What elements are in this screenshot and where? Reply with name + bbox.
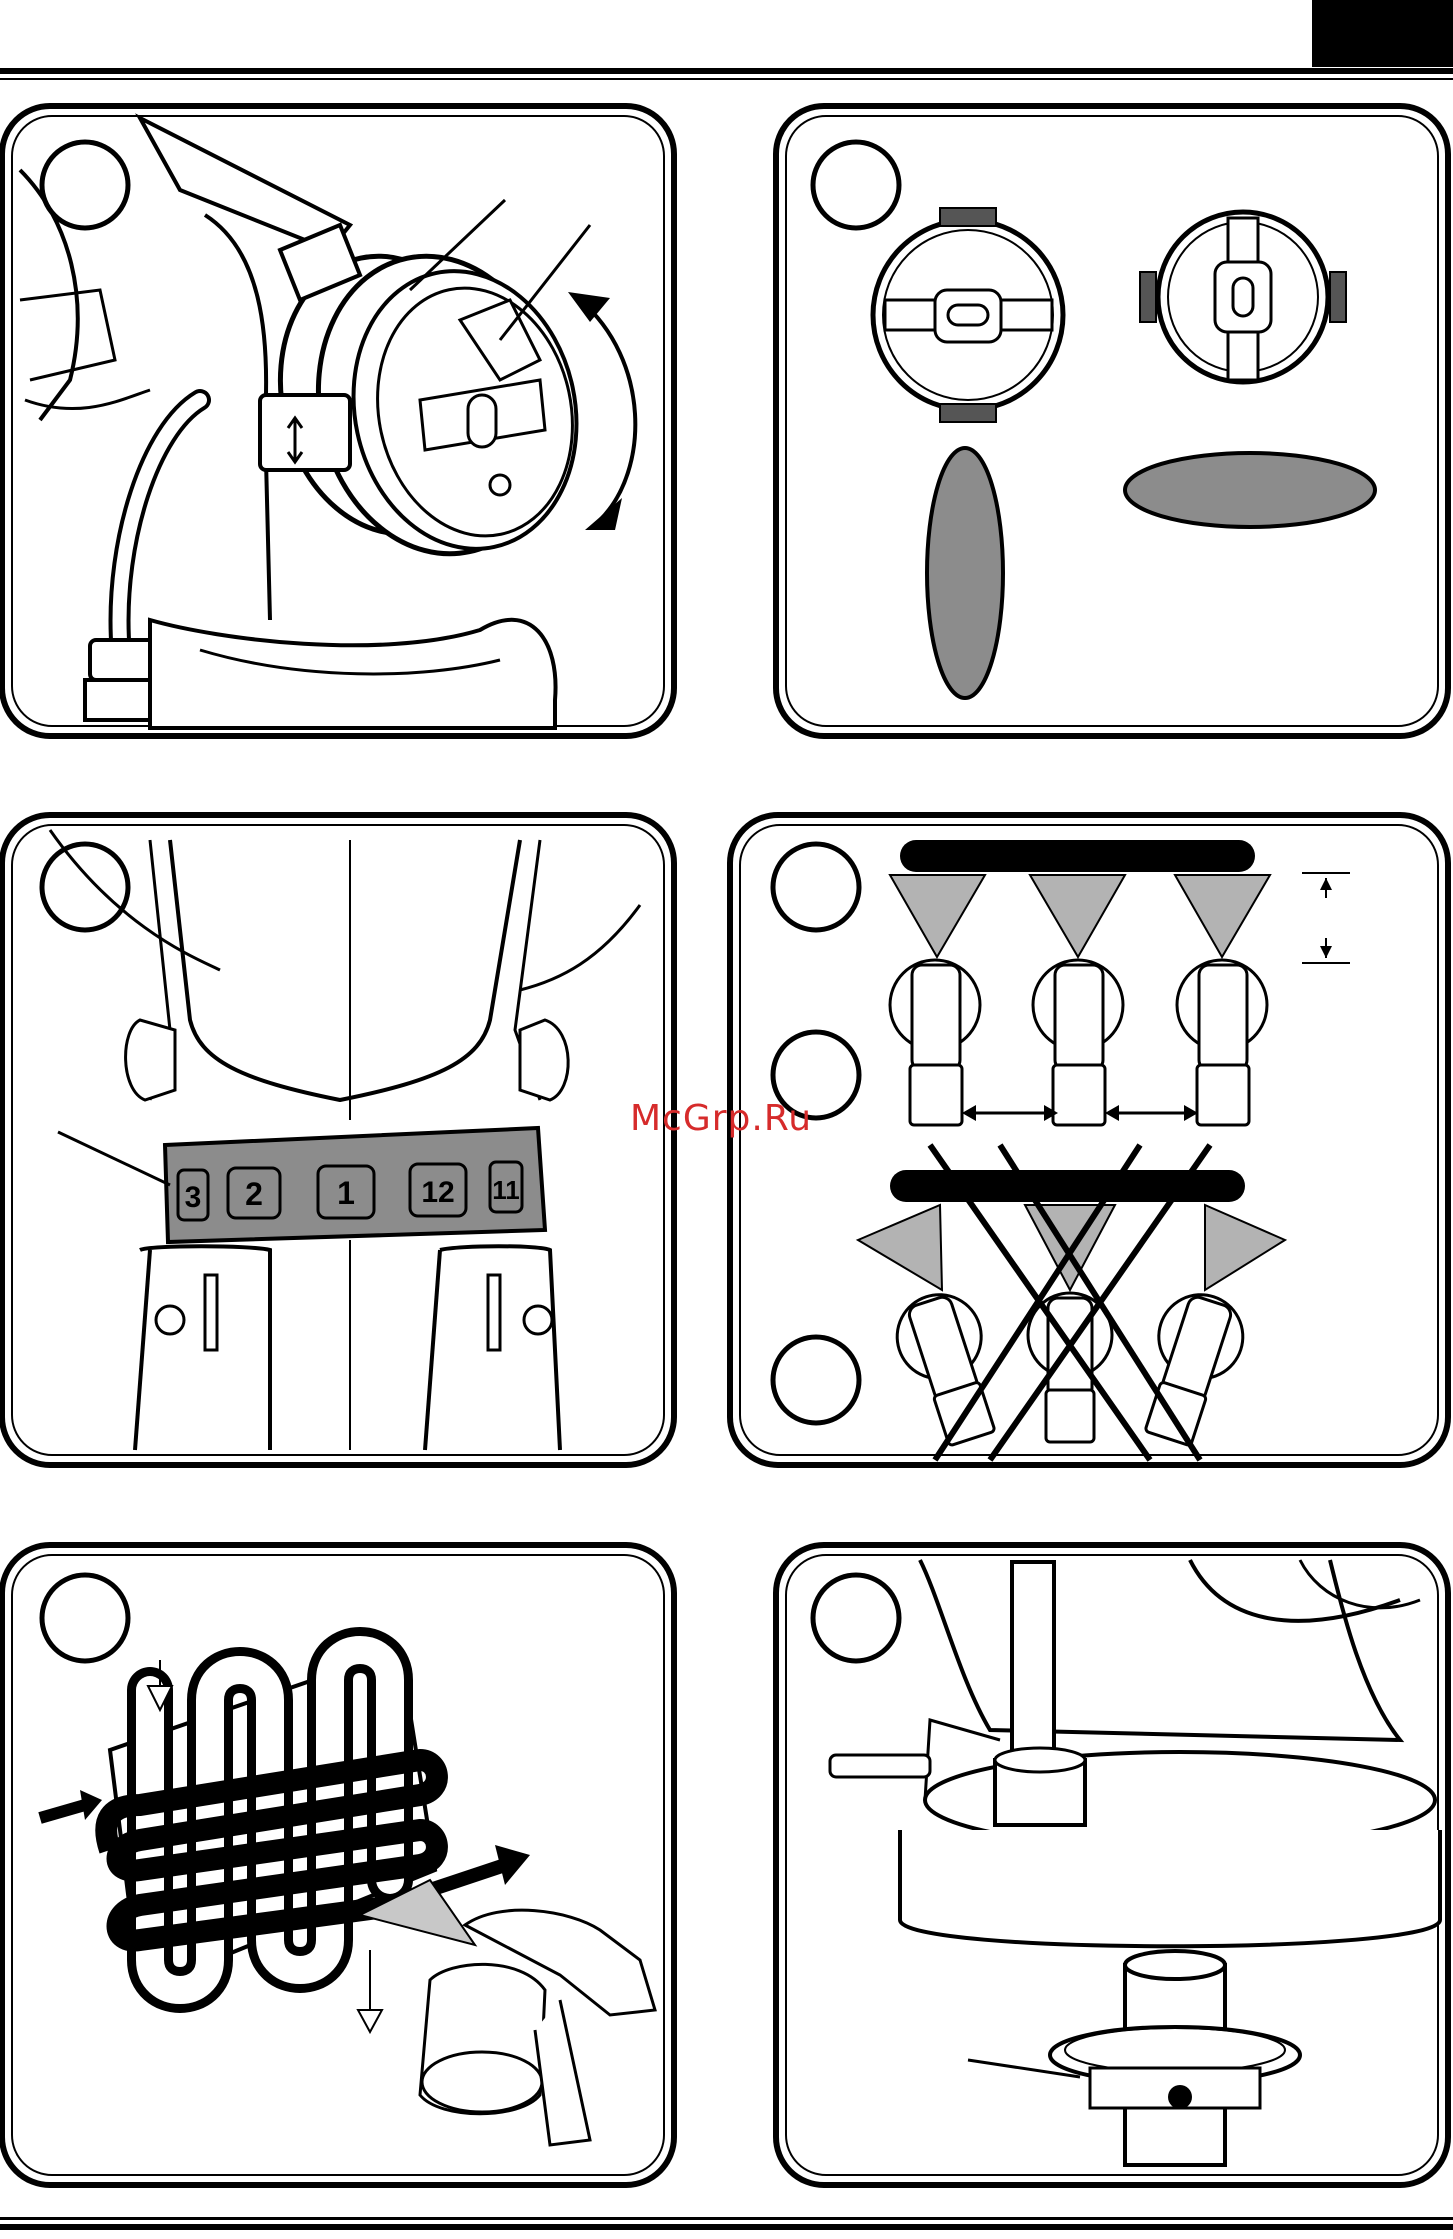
dial-number: 1 bbox=[337, 1175, 355, 1211]
vertical-spray-pattern bbox=[927, 448, 1003, 698]
panel-4-spray-technique bbox=[730, 815, 1448, 1465]
rotate-arrow-icon bbox=[568, 292, 635, 530]
page-tab bbox=[1312, 0, 1453, 67]
spray-cone-icon bbox=[890, 875, 1270, 957]
dial-label-3: 3 bbox=[178, 1170, 208, 1220]
seal-marker-dot bbox=[1168, 2085, 1192, 2109]
page-header bbox=[0, 0, 1453, 80]
step-number-circle bbox=[773, 1337, 859, 1423]
dial-label-11: 11 bbox=[490, 1162, 522, 1212]
step-number-circle bbox=[42, 844, 128, 930]
panel-3-flow-dial: 3 2 1 12 11 bbox=[2, 815, 674, 1465]
horizontal-spray-pattern bbox=[1125, 453, 1375, 527]
dial-number: 3 bbox=[185, 1181, 202, 1214]
surface-bar bbox=[900, 840, 1255, 872]
step-number-circle bbox=[813, 142, 899, 228]
panel-2-spray-patterns bbox=[776, 106, 1448, 736]
dial-number: 12 bbox=[421, 1176, 454, 1209]
step-number-circle bbox=[773, 844, 859, 930]
nozzle-vertical-setting bbox=[1140, 212, 1346, 382]
panel-1-spray-head-rotation bbox=[2, 106, 674, 736]
panel-5-spray-pattern-path bbox=[2, 1545, 674, 2185]
dial-label-1: 1 bbox=[318, 1166, 374, 1218]
page-footer bbox=[0, 2217, 1453, 2230]
distance-marker bbox=[1302, 873, 1350, 963]
panel-6-container-seal bbox=[776, 1545, 1448, 2185]
spray-gun-upright bbox=[890, 960, 1267, 1125]
dial-number: 11 bbox=[492, 1175, 520, 1205]
watermark-text: McGrp.Ru bbox=[630, 1098, 812, 1139]
dial-label-12: 12 bbox=[410, 1164, 466, 1216]
callout-line bbox=[58, 1132, 170, 1185]
step-number-circle bbox=[813, 1575, 899, 1661]
dial-label-2: 2 bbox=[228, 1168, 280, 1218]
step-number-circle bbox=[42, 1575, 128, 1661]
spray-gun-tilted bbox=[886, 1284, 1253, 1452]
nozzle-horizontal-setting bbox=[873, 208, 1063, 422]
spray-gun bbox=[360, 1880, 655, 2145]
dial-number: 2 bbox=[245, 1176, 263, 1212]
